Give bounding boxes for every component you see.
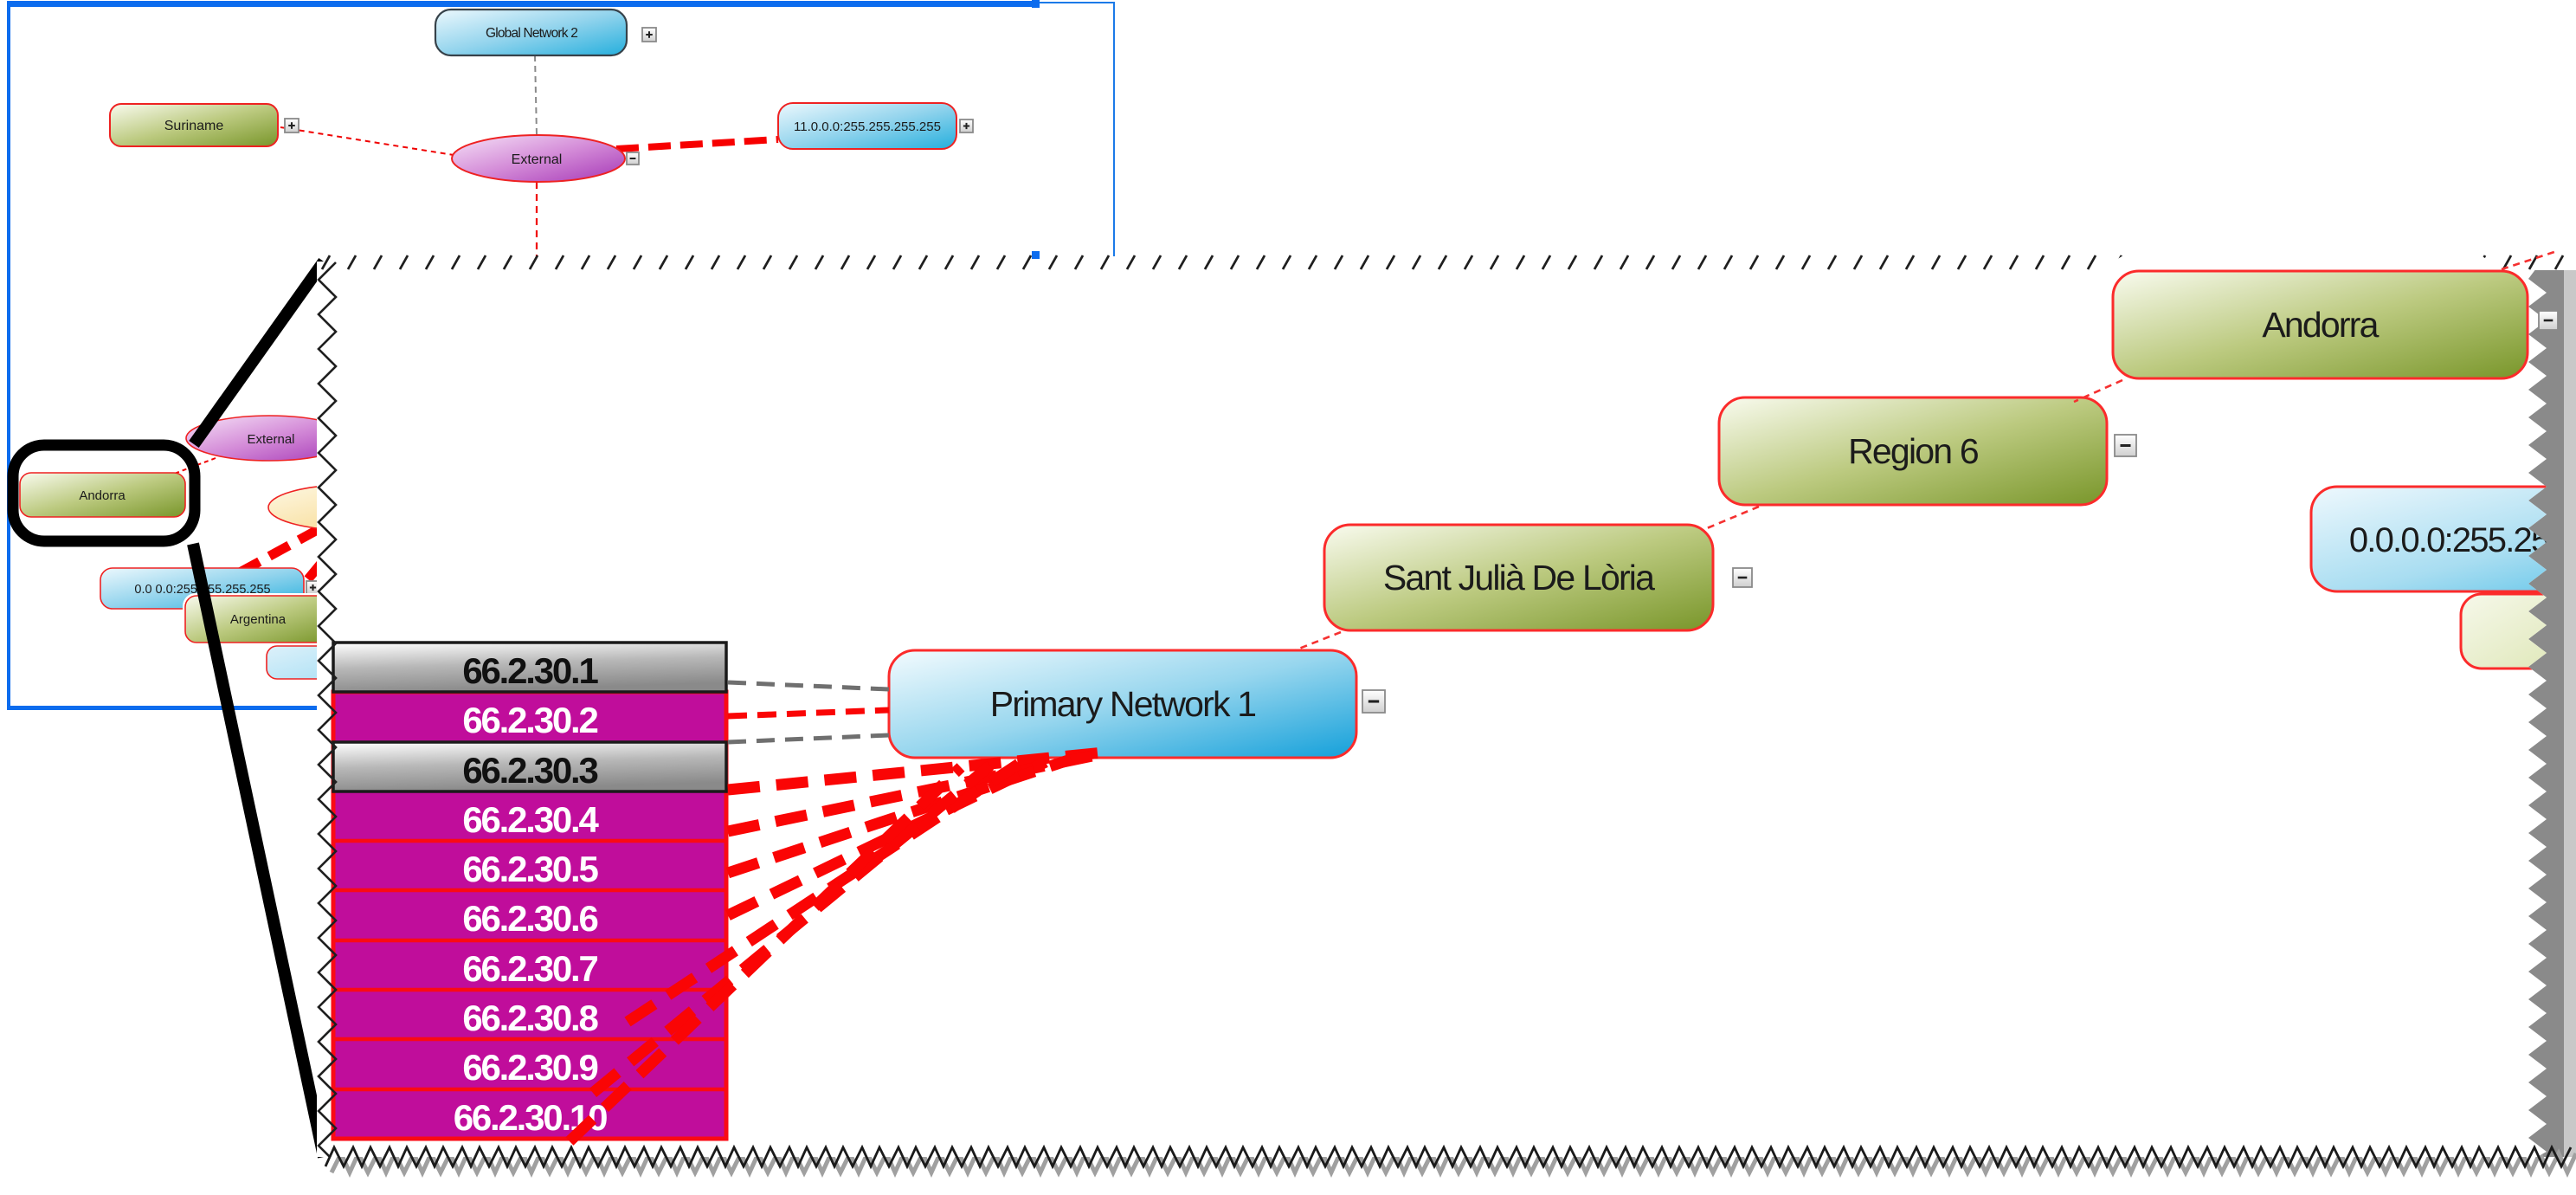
svg-text:66.2.30.9: 66.2.30.9 (462, 1047, 597, 1088)
svg-text:Andorra: Andorra (2262, 305, 2379, 345)
svg-text:11.0.0.0:255.255.255.255: 11.0.0.0:255.255.255.255 (794, 120, 941, 134)
svg-text:Sant Julià De Lòria: Sant Julià De Lòria (1383, 558, 1655, 598)
svg-text:Suriname: Suriname (164, 119, 224, 133)
svg-text:External: External (247, 432, 294, 447)
svg-text:66.2.30.7: 66.2.30.7 (462, 948, 597, 989)
svg-text:Primary Network 1: Primary Network 1 (990, 684, 1256, 724)
svg-text:66.2.30.6: 66.2.30.6 (462, 898, 597, 939)
svg-text:66.2.30.2: 66.2.30.2 (462, 700, 597, 740)
svg-text:66.2.30.5: 66.2.30.5 (462, 849, 598, 889)
svg-text:66.2.30.1: 66.2.30.1 (462, 650, 598, 691)
svg-text:0.0.0.0:255.255.255.255: 0.0.0.0:255.255.255.255 (2349, 521, 2576, 559)
svg-text:Region 6: Region 6 (1848, 431, 1978, 471)
svg-text:External: External (512, 152, 563, 167)
svg-text:Global Network 2: Global Network 2 (486, 26, 577, 41)
svg-text:66.2.30.8: 66.2.30.8 (462, 998, 598, 1038)
svg-text:Andorra: Andorra (79, 488, 126, 503)
svg-text:66.2.30.3: 66.2.30.3 (462, 750, 597, 791)
svg-text:66.2.30.4: 66.2.30.4 (462, 799, 599, 840)
svg-text:Argentina: Argentina (230, 612, 287, 627)
